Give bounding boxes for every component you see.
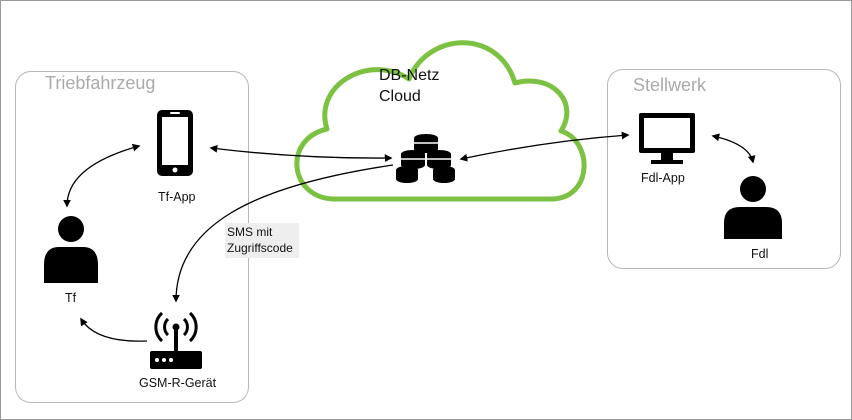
- arrow-app-cloud: [209, 144, 393, 162]
- arrow-sms-to-gsm: [172, 164, 394, 303]
- triebfahrzeug-title: Triebfahrzeug: [45, 73, 156, 93]
- fdl-app-label: Fdl-App: [641, 171, 685, 185]
- arrow-gsm-to-tf: [80, 317, 148, 342]
- gsm-r-label: GSM-R-Gerät: [139, 376, 217, 390]
- cloud-label: DB-Netz Cloud: [379, 65, 439, 107]
- arrow-monitor-fdl: [711, 133, 756, 164]
- person-icon: [724, 176, 782, 239]
- arrow-app-to-tf: [63, 143, 141, 208]
- cloud-label-line2: Cloud: [379, 88, 421, 105]
- database-icon: [396, 134, 455, 183]
- fdl-label: Fdl: [751, 247, 769, 261]
- arrow-cloud-stellwerk: [459, 131, 630, 162]
- router-icon: [150, 311, 202, 369]
- smartphone-icon: [157, 110, 193, 176]
- stellwerk-title: Stellwerk: [633, 75, 707, 95]
- monitor-icon: [639, 113, 695, 164]
- sms-label-line1: SMS mit: [227, 225, 273, 239]
- triebfahrzeug-box: [15, 71, 249, 403]
- person-icon: [44, 216, 98, 283]
- sms-label-line2: Zugriffscode: [227, 241, 293, 255]
- cloud-label-line1: DB-Netz: [379, 67, 440, 84]
- sms-label: SMS mit Zugriffscode: [225, 223, 299, 258]
- tf-app-label: Tf-App: [158, 190, 196, 204]
- tf-label: Tf: [65, 291, 77, 305]
